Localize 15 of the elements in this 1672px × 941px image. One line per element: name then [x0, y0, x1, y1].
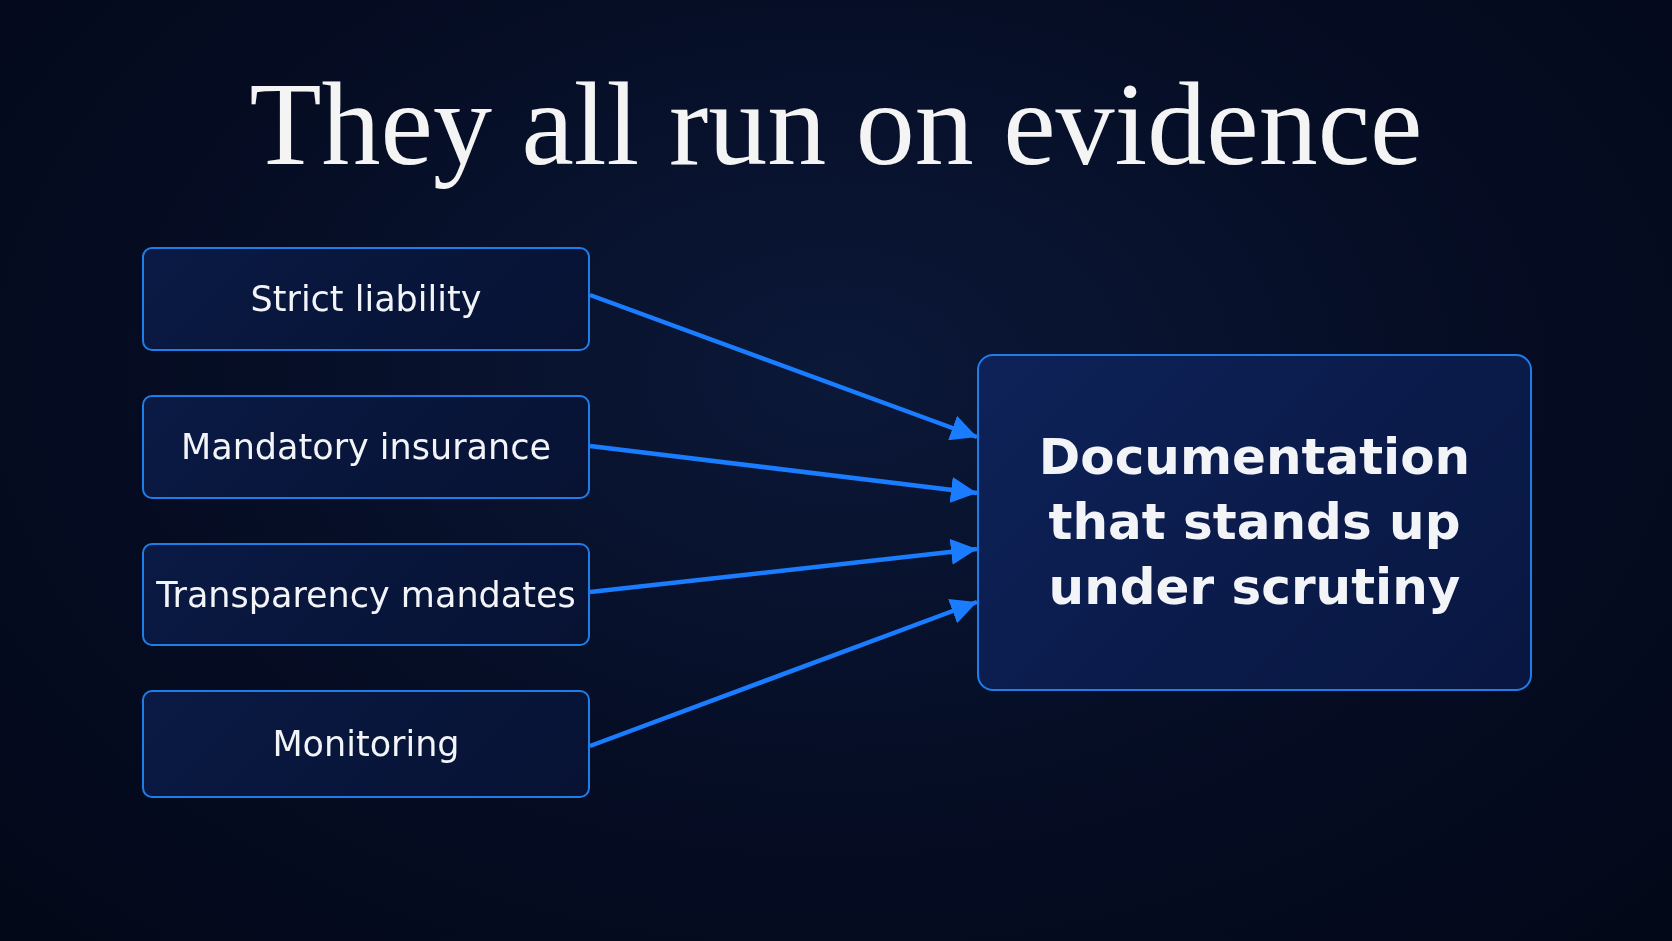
box-label: Mandatory insurance	[181, 427, 551, 467]
factor-box	[142, 247, 590, 351]
box-label: Documentation that stands up under scrutiny	[1037, 427, 1472, 618]
factor-box	[142, 395, 590, 499]
factor-box	[142, 543, 590, 646]
result-box	[977, 354, 1532, 691]
box-label: Strict liability	[250, 279, 482, 319]
box-label: Transparency mandates	[156, 574, 576, 615]
factor-box	[142, 690, 590, 798]
arrow	[589, 443, 978, 503]
box-label: Monitoring	[272, 724, 460, 764]
title: They all run on evidence	[248, 60, 1424, 190]
arrow	[589, 538, 978, 595]
arrow	[589, 598, 978, 749]
arrow	[589, 292, 978, 441]
